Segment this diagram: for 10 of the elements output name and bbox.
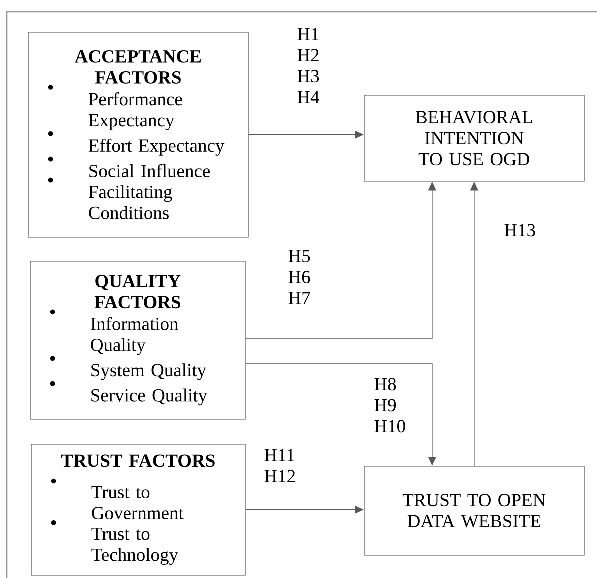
construct-box: TRUST TO OPEN DATA WEBSITE [364, 466, 585, 556]
factor-list-box: QUALITY FACTORS Information Quality System Quality Service Quality [30, 261, 246, 420]
hypothesis-label: H5 H6 H7 [287, 249, 322, 306]
hypothesis-label: H1 H2 H3 H4 [296, 27, 330, 104]
factor-list-box: ACCEPTANCE FACTORS Performance Expectancy Effort Expectancy Social Influence Facilitating Conditions [28, 32, 249, 238]
hypothesis-label: H13 [503, 223, 538, 238]
factor-list-box: TRUST FACTORS Trust to Government Trust to Technology [31, 444, 246, 576]
hypothesis-label: H11 H12 [263, 448, 298, 484]
hypothesis-label: H8 H9 H10 [373, 377, 408, 434]
construct-box: BEHAVIORAL INTENTION TO USE OGD [364, 95, 585, 182]
